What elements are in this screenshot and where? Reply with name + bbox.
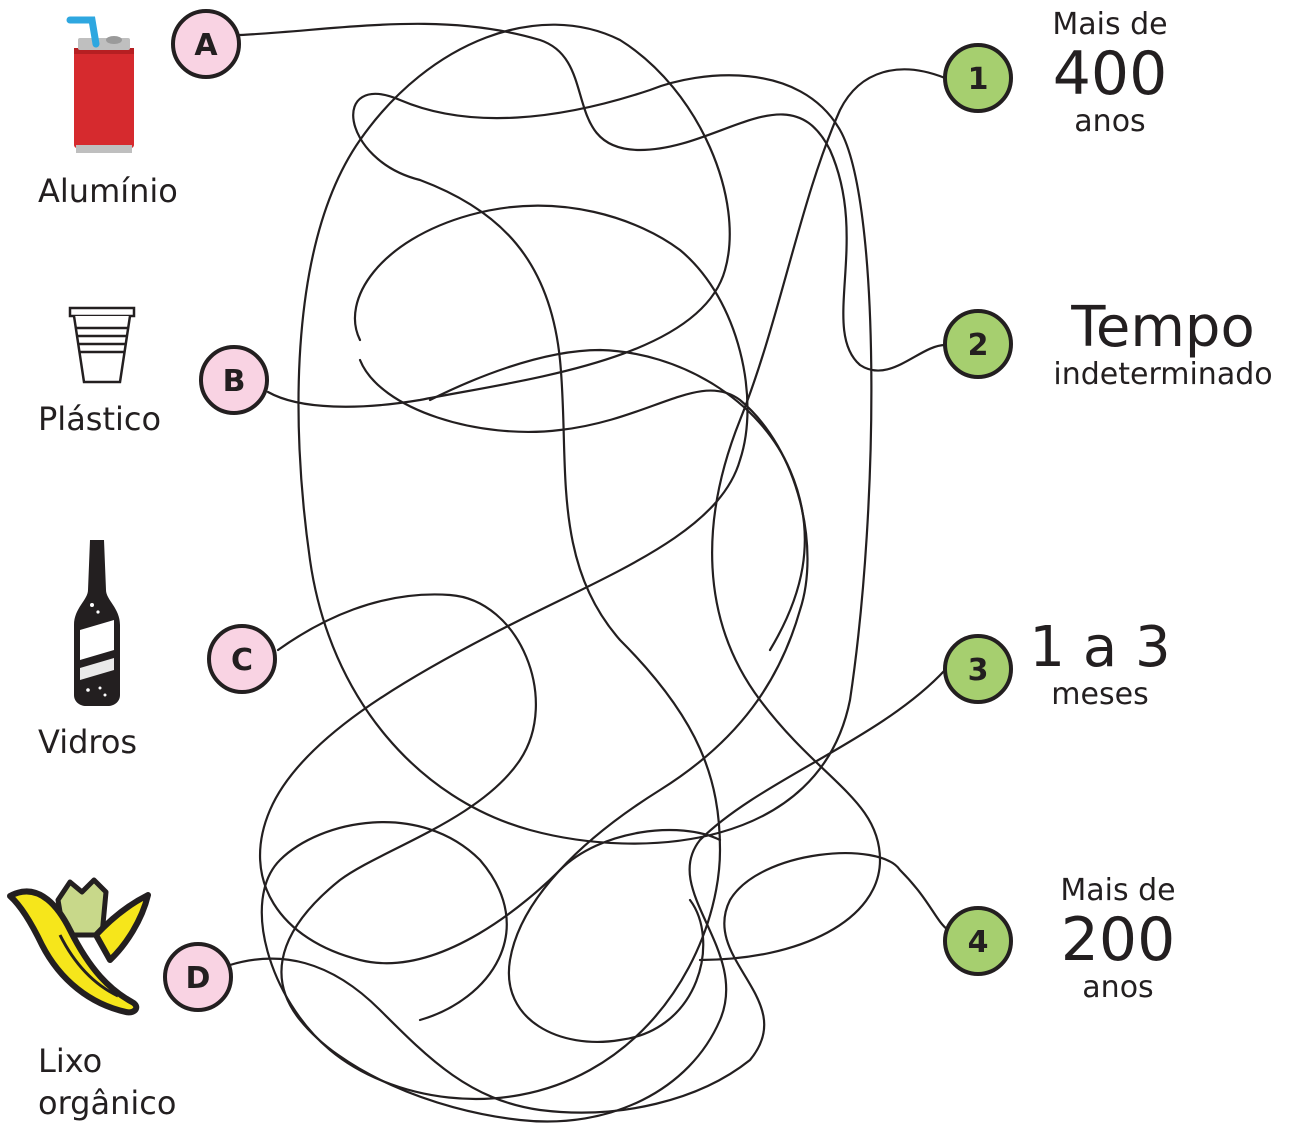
label-aluminio: Alumínio <box>38 172 178 210</box>
badge-4-text: 4 <box>968 925 989 960</box>
tangled-lines <box>230 24 948 1122</box>
badge-c-text: C <box>231 643 253 678</box>
line-extra-2 <box>260 206 747 963</box>
badge-1: 1 <box>945 45 1011 111</box>
answer-1-line3: anos <box>1030 105 1190 140</box>
answer-4-line2: 200 <box>1038 909 1198 971</box>
banana-peel-icon <box>10 880 148 1012</box>
answer-3: 1 a 3 meses <box>1020 618 1180 713</box>
badge-3-text: 3 <box>968 653 989 688</box>
answer-2-line1: Tempo <box>1032 298 1294 358</box>
badge-b: B <box>201 347 267 413</box>
answer-3-line2: meses <box>1020 678 1180 713</box>
answer-4-line3: anos <box>1038 971 1198 1006</box>
glass-bottle-icon <box>74 540 120 706</box>
label-lixo: Lixo <box>38 1042 102 1080</box>
badge-2-text: 2 <box>968 328 989 363</box>
badge-2: 2 <box>945 311 1011 377</box>
line-from-c <box>278 594 945 1121</box>
answer-1-line1: Mais de <box>1030 8 1190 43</box>
answer-1: Mais de 400 anos <box>1030 8 1190 139</box>
line-from-b <box>262 25 872 1099</box>
answer-2: Tempo indeterminado <box>1032 298 1294 393</box>
soda-can-icon <box>70 20 134 153</box>
line-from-d <box>230 853 948 1112</box>
badge-a: A <box>173 11 239 77</box>
badge-d: D <box>165 944 231 1010</box>
line-from-a <box>240 24 945 371</box>
answer-1-line2: 400 <box>1030 43 1190 105</box>
label-organico: orgânico <box>38 1084 176 1122</box>
answer-4-line1: Mais de <box>1038 874 1198 909</box>
badge-b-text: B <box>223 364 246 399</box>
answer-3-line1: 1 a 3 <box>1020 618 1180 678</box>
answer-4: Mais de 200 anos <box>1038 874 1198 1005</box>
badge-d-text: D <box>186 961 211 996</box>
badge-a-text: A <box>194 28 218 63</box>
label-vidros: Vidros <box>38 723 137 761</box>
label-plastico: Plástico <box>38 400 161 438</box>
badge-1-text: 1 <box>968 62 989 97</box>
badge-3: 3 <box>945 636 1011 702</box>
badge-4: 4 <box>945 908 1011 974</box>
plastic-cup-icon <box>70 308 134 382</box>
badge-c: C <box>209 626 275 692</box>
answer-2-line2: indeterminado <box>1032 358 1294 393</box>
